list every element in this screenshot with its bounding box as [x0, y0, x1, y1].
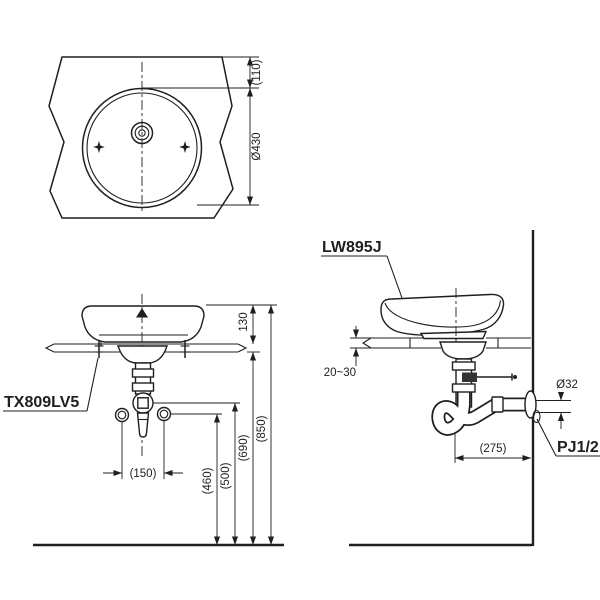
- fixing-bolt-right: [180, 340, 190, 358]
- wall-escutcheon: [524, 390, 537, 419]
- mount-cross-left: [93, 141, 105, 153]
- side-basin-base: [419, 330, 488, 340]
- popup-rod: [462, 372, 517, 382]
- dim-depth-110: (110): [251, 59, 263, 85]
- dim-drain-diameter-32: Ø32: [556, 379, 578, 391]
- outlet-union-nut: [491, 396, 504, 413]
- basin-model-label: LW895J: [322, 239, 382, 256]
- side-drain-flange: [439, 341, 487, 360]
- side-basin: [380, 293, 505, 336]
- front-basin: [81, 305, 205, 343]
- dim-counter-thickness: 20~30: [324, 367, 356, 379]
- dim-counter-690: (690): [238, 434, 250, 461]
- dim-overall-850: (850): [256, 415, 268, 442]
- side-view: 20~30 Ø32 (275) LW895J PJ1/2: [321, 230, 600, 547]
- basin-label-group: LW895J: [321, 239, 403, 299]
- top-view: (110) Ø430: [48, 56, 263, 219]
- front-view: 130 (850) (690) (500) (460) (150) TX809L…: [3, 294, 284, 547]
- side-view-dimensions: 20~30 Ø32 (275): [324, 326, 578, 463]
- p-trap: [431, 392, 531, 436]
- dim-trap-wall-275: (275): [480, 443, 507, 455]
- front-drain-assembly: [116, 345, 169, 438]
- countertop-outline: [48, 56, 234, 219]
- wall-connection-label: PJ1/2: [557, 439, 599, 456]
- tailpipe-nut-upper: [451, 361, 476, 371]
- supply-stub-left: [114, 407, 130, 423]
- side-counter: [350, 337, 531, 349]
- overflow-mark-triangle: [136, 308, 148, 318]
- faucet-model-label: TX809LV5: [4, 394, 79, 411]
- dim-diameter-430: Ø430: [251, 132, 263, 160]
- side-basin-inner-curve: [384, 300, 502, 328]
- wall-connection-label-group: PJ1/2: [536, 418, 600, 457]
- front-view-dimensions: 130 (850) (690) (500) (460) (150): [103, 304, 277, 545]
- dim-trap-500: (500): [220, 462, 232, 489]
- fixing-bolt-left: [94, 340, 104, 358]
- dim-spacing-150: (150): [130, 468, 157, 480]
- tailpipe-nut-lower: [451, 383, 476, 393]
- mount-cross-right: [179, 141, 191, 153]
- dim-rim-height-130: 130: [238, 312, 250, 331]
- supply-stub-right: [156, 406, 172, 422]
- dim-supply-460: (460): [202, 467, 214, 494]
- faucet-label-group: TX809LV5: [3, 357, 99, 412]
- top-view-dimensions: (110) Ø430: [142, 56, 263, 206]
